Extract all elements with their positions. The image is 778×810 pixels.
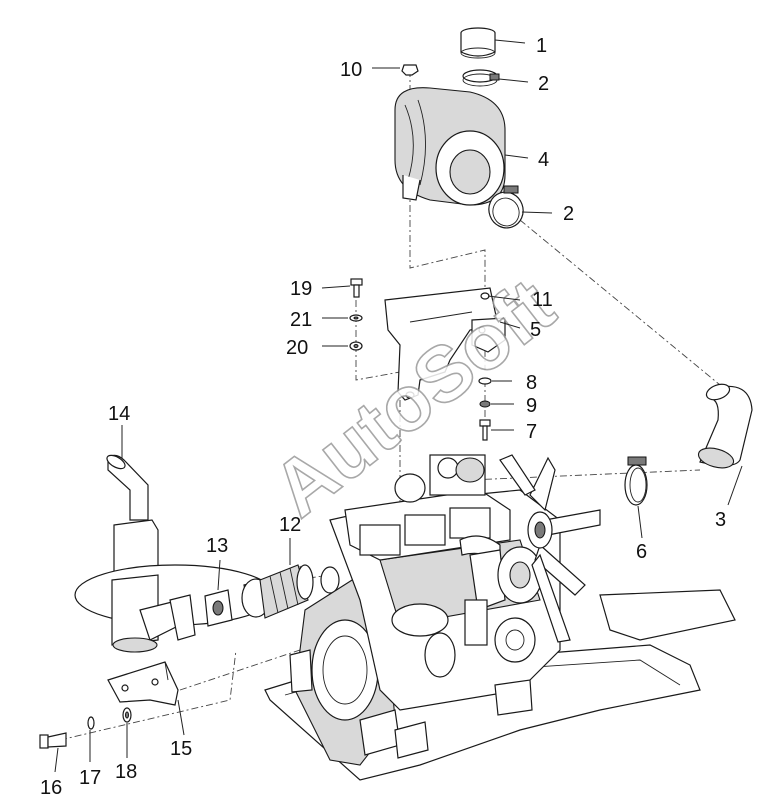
engine-block-icon — [264, 454, 736, 781]
exhaust-bracket-icon — [107, 661, 179, 706]
callout-10: 10 — [340, 59, 362, 81]
washer-icon — [122, 707, 132, 723]
nut-icon — [401, 64, 419, 76]
washer-icon — [478, 377, 492, 385]
callout-19: 19 — [290, 278, 312, 300]
bolt-icon — [350, 278, 363, 298]
air-filter-cap-icon — [460, 27, 496, 59]
callout-4: 4 — [538, 149, 549, 171]
bolt-icon — [479, 419, 491, 441]
callout-15: 15 — [170, 738, 192, 760]
hose-clamp-icon — [462, 69, 500, 87]
callout-11: 11 — [532, 289, 553, 311]
callout-18: 18 — [115, 761, 137, 783]
bolt-icon — [39, 732, 67, 749]
hose-clamp-icon — [488, 185, 524, 229]
callout-17: 17 — [79, 767, 101, 789]
intake-elbow-hose-icon — [697, 383, 753, 469]
air-filter-housing-icon — [394, 87, 506, 206]
callout-20: 20 — [286, 337, 308, 359]
muffler-icon — [74, 454, 276, 653]
cooling-fan-icon — [499, 454, 601, 643]
callout-leaders — [54, 39, 743, 773]
callout-12: 12 — [279, 514, 301, 536]
hose-clamp-icon — [624, 456, 648, 506]
callout-13: 13 — [206, 535, 228, 557]
callout-labels: 1 2 10 4 2 19 11 21 5 20 8 9 7 14 3 13 1… — [40, 35, 726, 799]
callout-1: 1 — [536, 35, 547, 57]
callout-8: 8 — [526, 372, 537, 394]
callout-3: 3 — [715, 509, 726, 531]
washer-icon — [87, 716, 95, 730]
gasket-icon — [204, 589, 233, 627]
callout-6: 6 — [636, 541, 647, 563]
flex-exhaust-pipe-icon — [241, 564, 340, 619]
callout-16: 16 — [40, 777, 62, 799]
washer-icon — [349, 314, 363, 322]
washer-icon — [479, 400, 491, 408]
mounting-bracket-icon — [471, 317, 506, 353]
callout-7: 7 — [526, 421, 537, 443]
callout-9: 9 — [526, 395, 537, 417]
callout-2-lower: 2 — [563, 203, 574, 225]
callout-5: 5 — [530, 319, 541, 341]
callout-14: 14 — [108, 403, 130, 425]
callout-21: 21 — [290, 309, 312, 331]
callout-2: 2 — [538, 73, 549, 95]
washer-icon — [349, 341, 363, 351]
